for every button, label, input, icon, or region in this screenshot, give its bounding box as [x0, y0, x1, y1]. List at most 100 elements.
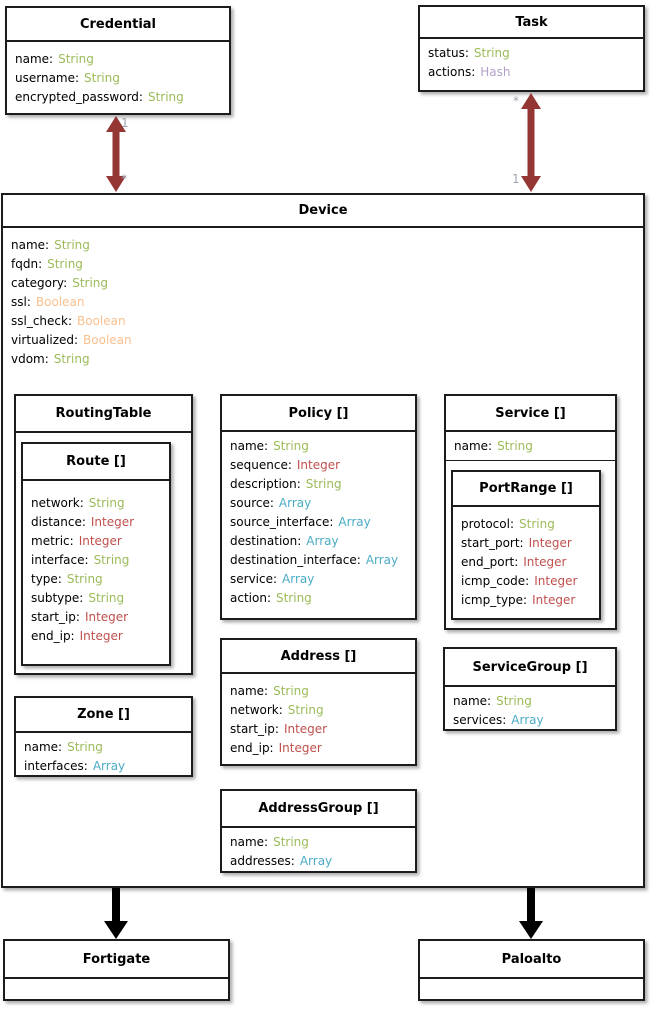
- class-title-fortigate: Fortigate: [5, 941, 228, 979]
- class-title-service: Service []: [446, 396, 615, 432]
- attribute-type: String: [305, 477, 342, 491]
- attribute-type: Integer: [78, 534, 122, 548]
- attribute-type: String: [147, 90, 184, 104]
- multiplicity-credential-end: 1: [121, 116, 129, 130]
- attribute-name: name: String: [230, 682, 409, 701]
- attribute-name: name:String: [454, 437, 609, 456]
- attribute-name: name: String: [24, 738, 185, 757]
- inheritance-device-paloalto-arrow: [519, 888, 543, 939]
- attribute-addresses: addresses: Array: [230, 852, 409, 871]
- attribute-name: source:: [230, 496, 274, 510]
- attribute-type: String: [273, 684, 309, 698]
- attribute-type: String: [54, 238, 90, 252]
- attribute-type: Integer: [79, 629, 123, 643]
- attribute-type: type:String: [31, 570, 163, 589]
- class-box-zone: Zone [] name: String interfaces:Array: [14, 696, 193, 777]
- class-title-address: Address []: [222, 640, 415, 674]
- attribute-name: services:: [453, 713, 507, 727]
- attribute-name: name:: [230, 684, 269, 698]
- attribute-destination_interface: destination_interface:Array: [230, 551, 409, 570]
- attribute-type: String: [473, 46, 510, 60]
- attribute-name: name:: [11, 238, 50, 252]
- attribute-name: actions:: [428, 65, 476, 79]
- attribute-name: service:: [230, 572, 278, 586]
- attribute-name: ssl:: [11, 295, 31, 309]
- attribute-network: network:String: [31, 494, 163, 513]
- class-title-address-group: AddressGroup []: [222, 791, 415, 828]
- attribute-name: metric:: [31, 534, 74, 548]
- attribute-name: category:: [11, 276, 68, 290]
- attribute-actions: actions: Hash: [428, 63, 637, 82]
- attribute-name: name:: [230, 439, 269, 453]
- attribute-subtype: subtype:String: [31, 589, 163, 608]
- attribute-type: String: [275, 591, 312, 605]
- attribute-name: interface:: [31, 553, 89, 567]
- attribute-name: subtype:: [31, 591, 84, 605]
- attribute-interfaces: interfaces:Array: [24, 757, 185, 776]
- attribute-type: Boolean: [35, 295, 85, 309]
- attribute-type: Hash: [480, 65, 511, 79]
- attribute-description: description: String: [230, 475, 409, 494]
- attribute-status: status:String: [428, 44, 637, 63]
- attribute-type: String: [496, 694, 532, 708]
- attribute-name: name:: [15, 52, 54, 66]
- attribute-type: Integer: [296, 458, 341, 472]
- attribute-name: name:: [24, 740, 63, 754]
- attribute-type: Array: [365, 553, 399, 567]
- attribute-name: icmp_type:: [461, 593, 528, 607]
- attribute-fqdn: fqdn: String: [11, 255, 637, 274]
- attribute-type: Integer: [283, 722, 328, 736]
- inheritance-device-fortigate-arrow: [104, 888, 128, 939]
- class-title-zone: Zone []: [16, 698, 191, 733]
- attribute-type: String: [519, 517, 555, 531]
- attribute-type: Array: [299, 854, 333, 868]
- attribute-distance: distance:Integer: [31, 513, 163, 532]
- attribute-services: services:Array: [453, 711, 609, 730]
- attribute-name: sequence:: [230, 458, 292, 472]
- class-title-routing-table: RoutingTable: [16, 396, 191, 433]
- attribute-icmp_type: icmp_type:Integer: [461, 591, 593, 610]
- attribute-name: name: String: [15, 50, 223, 69]
- attribute-name: action:: [230, 591, 271, 605]
- attribute-category: category:String: [11, 274, 637, 293]
- attribute-name: end_port:: [461, 555, 519, 569]
- attribute-type: String: [287, 703, 324, 717]
- attribute-destination: destination:Array: [230, 532, 409, 551]
- attribute-type: String: [93, 553, 130, 567]
- attribute-name: fqdn:: [11, 257, 43, 271]
- multiplicity-device-end-credential: *: [121, 172, 127, 186]
- attribute-name: start_port:: [461, 536, 524, 550]
- attribute-type: String: [273, 439, 309, 453]
- class-title-device: Device: [3, 195, 643, 228]
- class-title-policy: Policy []: [222, 396, 415, 432]
- attribute-ssl: ssl: Boolean: [11, 293, 637, 312]
- attribute-interface: interface: String: [31, 551, 163, 570]
- attribute-name: vdom:: [11, 352, 49, 366]
- attribute-type: String: [67, 740, 103, 754]
- attribute-type: Array: [278, 496, 312, 510]
- attribute-type: Integer: [278, 741, 322, 755]
- attribute-ssl_check: ssl_check:Boolean: [11, 312, 637, 331]
- attribute-type: Array: [92, 759, 126, 773]
- attribute-type: String: [47, 257, 83, 271]
- attribute-source_interface: source_interface:Array: [230, 513, 409, 532]
- class-title-task: Task: [420, 7, 643, 39]
- attribute-network: network:String: [230, 701, 409, 720]
- attribute-name: username:: [15, 71, 80, 85]
- attribute-name: destination:: [230, 534, 302, 548]
- class-title-route: Route []: [23, 444, 169, 481]
- class-box-paloalto: Paloalto: [418, 939, 645, 1001]
- attribute-name: name:: [453, 694, 492, 708]
- attribute-name: name:: [454, 439, 493, 453]
- attribute-name: addresses:: [230, 854, 295, 868]
- attribute-type: String: [58, 52, 94, 66]
- attribute-name: description:: [230, 477, 301, 491]
